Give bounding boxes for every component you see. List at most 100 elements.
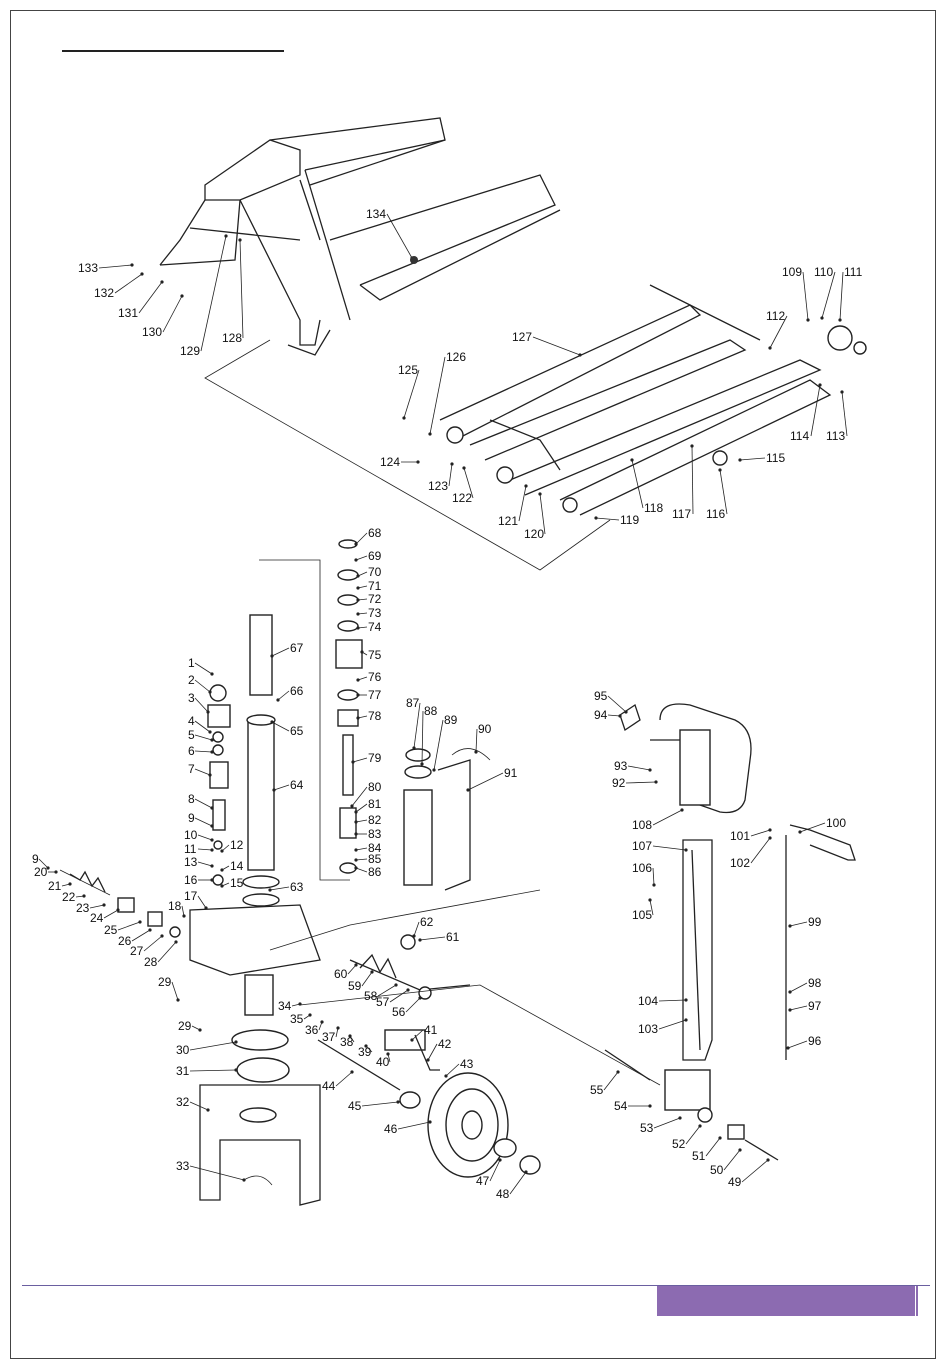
leader-line-c61 bbox=[419, 936, 446, 941]
leader-line-c128 bbox=[239, 239, 244, 339]
leader-dot-c71 bbox=[356, 586, 360, 590]
leader-dot-c96 bbox=[786, 1046, 790, 1050]
callout-label-c29: 29 bbox=[158, 975, 172, 989]
leader-line-c29 bbox=[171, 981, 179, 1001]
leader-dot-c124 bbox=[416, 460, 420, 464]
leader-line-c68 bbox=[355, 532, 368, 545]
leader-dot-c112 bbox=[768, 346, 772, 350]
leader-dot-c121 bbox=[524, 484, 528, 488]
callout-label-c131: 131 bbox=[118, 306, 138, 320]
leader-line-c11 bbox=[197, 848, 213, 851]
callout-label-c104: 104 bbox=[638, 994, 658, 1008]
leader-dot-c14 bbox=[220, 868, 224, 872]
leader-line-c130 bbox=[162, 295, 183, 333]
leader-dot-c88 bbox=[420, 762, 424, 766]
leader-line-c94 bbox=[607, 714, 621, 717]
leader-dot-c4 bbox=[208, 730, 212, 734]
leader-line-c13 bbox=[197, 861, 213, 867]
leader-line-c107 bbox=[652, 845, 687, 851]
callout-label-c34: 34 bbox=[278, 999, 292, 1013]
callout-label-c126: 126 bbox=[446, 350, 466, 364]
leader-dot-c117 bbox=[690, 444, 694, 448]
leader-line-c101 bbox=[750, 829, 771, 837]
callout-label-c43: 43 bbox=[460, 1057, 474, 1071]
callout-label-c89: 89 bbox=[444, 713, 458, 727]
callout-label-c7: 7 bbox=[188, 762, 195, 776]
leader-line-c97 bbox=[789, 1005, 808, 1011]
leader-line-c66 bbox=[277, 690, 290, 701]
leader-dot-c87 bbox=[412, 746, 416, 750]
leader-line-c106 bbox=[652, 867, 655, 886]
callout-label-c130: 130 bbox=[142, 325, 162, 339]
leader-dot-c116 bbox=[718, 468, 722, 472]
leader-dot-c47 bbox=[498, 1158, 502, 1162]
fork-frame bbox=[159, 117, 561, 356]
callout-label-c68: 68 bbox=[368, 526, 382, 540]
leader-line-c85 bbox=[355, 858, 368, 861]
callout-label-c6: 6 bbox=[188, 744, 195, 758]
callout-label-c122: 122 bbox=[452, 491, 472, 505]
callout-label-c33: 33 bbox=[176, 1159, 190, 1173]
callout-label-c47: 47 bbox=[476, 1174, 490, 1188]
leader-dot-c80 bbox=[350, 804, 354, 808]
leader-line-c102 bbox=[750, 837, 771, 864]
callout-label-c9: 9 bbox=[188, 811, 195, 825]
leader-dot-c41 bbox=[410, 1038, 414, 1042]
callout-label-c4: 4 bbox=[188, 714, 195, 728]
leader-line-c123 bbox=[448, 463, 453, 487]
leader-line-c1 bbox=[194, 662, 213, 675]
leader-line-c7 bbox=[194, 768, 211, 776]
leader-line-c134 bbox=[386, 213, 413, 259]
callout-label-c134: 134 bbox=[366, 207, 386, 221]
leader-dot-c99 bbox=[788, 924, 792, 928]
callout-label-c8: 8 bbox=[188, 792, 195, 806]
leader-dot-c50 bbox=[738, 1148, 742, 1152]
callout-label-c16: 16 bbox=[184, 873, 198, 887]
leader-dot-c75 bbox=[360, 650, 364, 654]
leader-line-c115 bbox=[739, 457, 766, 461]
leader-dot-c28 bbox=[174, 940, 178, 944]
callout-label-c102: 102 bbox=[730, 856, 750, 870]
leader-dot-c128 bbox=[238, 238, 242, 242]
callout-label-c59: 59 bbox=[348, 979, 362, 993]
leader-line-c111 bbox=[839, 271, 844, 321]
callout-label-c52: 52 bbox=[672, 1137, 686, 1151]
leader-line-c87 bbox=[413, 702, 421, 749]
leader-line-c108 bbox=[652, 809, 683, 826]
leader-dot-c7 bbox=[208, 773, 212, 777]
leader-line-c3 bbox=[194, 697, 209, 713]
callout-label-c20: 20 bbox=[34, 865, 48, 879]
callout-label-c97: 97 bbox=[808, 999, 822, 1013]
leader-dot-c32 bbox=[206, 1108, 210, 1112]
leader-line-c2 bbox=[194, 679, 211, 693]
callout-label-c108: 108 bbox=[632, 818, 652, 832]
callout-label-c77: 77 bbox=[368, 688, 382, 702]
leader-dot-c58 bbox=[394, 983, 398, 987]
leader-dot-c132 bbox=[140, 272, 144, 276]
footer-bar-end-tick bbox=[916, 1286, 918, 1316]
leader-dot-c44 bbox=[350, 1070, 354, 1074]
leader-line-c96 bbox=[787, 1040, 808, 1049]
callout-label-c101: 101 bbox=[730, 829, 750, 843]
callout-label-c3: 3 bbox=[188, 691, 195, 705]
lift-arm-assembly bbox=[439, 284, 867, 516]
leader-dot-c82 bbox=[354, 820, 358, 824]
leader-dot-c68 bbox=[354, 542, 358, 546]
callout-label-c15: 15 bbox=[230, 876, 244, 890]
leader-dot-c69 bbox=[354, 558, 358, 562]
leader-dot-c111 bbox=[838, 318, 842, 322]
leader-line-c113 bbox=[841, 391, 848, 437]
leader-dot-c2 bbox=[208, 690, 212, 694]
callout-label-c125: 125 bbox=[398, 363, 418, 377]
leader-line-c104 bbox=[658, 999, 687, 1002]
leader-dot-c39 bbox=[364, 1044, 368, 1048]
callout-label-c111: 111 bbox=[844, 265, 863, 279]
leader-dot-c105 bbox=[648, 898, 652, 902]
callout-label-c100: 100 bbox=[826, 816, 846, 830]
load-wheel bbox=[399, 1072, 541, 1178]
leader-dot-c5 bbox=[210, 738, 214, 742]
leader-line-c57 bbox=[389, 989, 409, 1003]
leader-dot-c59 bbox=[370, 970, 374, 974]
callout-label-c72: 72 bbox=[368, 592, 382, 606]
leader-dot-c119 bbox=[594, 516, 598, 520]
